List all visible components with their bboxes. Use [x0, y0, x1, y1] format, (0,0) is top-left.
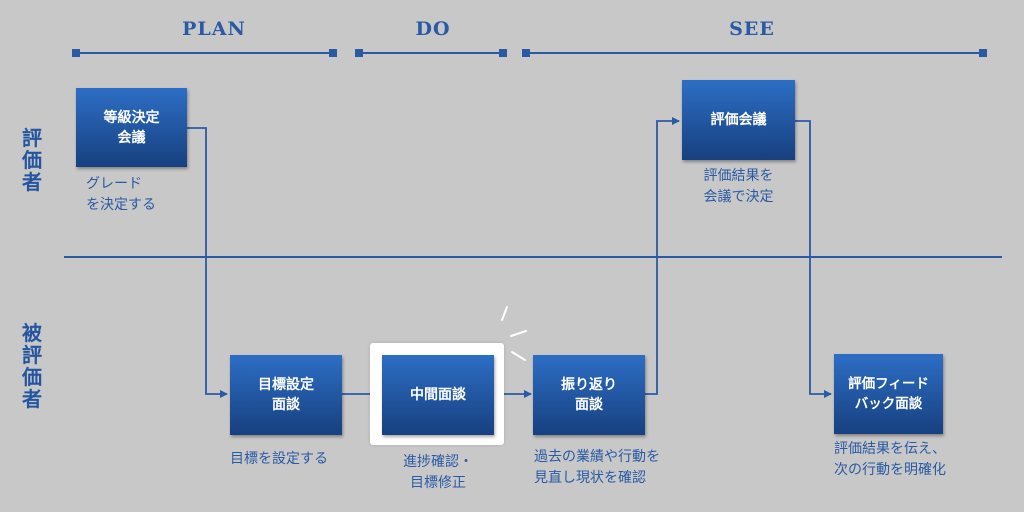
- node-evaluation-meeting: 評価会議: [682, 80, 795, 160]
- emphasis-spark: [501, 306, 527, 361]
- role-label-evaluatee: 被評価者: [20, 322, 44, 410]
- phase-bar-plan: [72, 49, 337, 57]
- note-goal-setting: 目標を設定する: [230, 451, 328, 467]
- note-evaluation-meeting: 評価結果を 会議で決定: [703, 168, 774, 205]
- phase-bar-do: [355, 49, 507, 57]
- note-feedback: 評価結果を伝え、 次の行動を明確化: [834, 441, 946, 478]
- role-evaluatee-text: 被評価者: [22, 321, 42, 411]
- connector-grade-to-goal: [187, 127, 228, 398]
- node-feedback: 評価フィード バック面談: [834, 354, 943, 434]
- connector-review-to-evaluation: [645, 117, 680, 395]
- role-label-evaluator: 評価者: [20, 127, 44, 193]
- node-goal-setting: 目標設定 面談: [230, 355, 342, 435]
- node-grade-meeting: 等級決定 会議: [76, 88, 187, 167]
- phase-label-plan: PLAN: [182, 18, 246, 40]
- connector-evaluation-to-feedback: [795, 120, 832, 398]
- node-midterm: 中間面談: [382, 355, 494, 435]
- role-evaluator-text: 評価者: [22, 126, 42, 194]
- note-review: 過去の業績や行動を 見直し現状を確認: [534, 449, 660, 486]
- node-review: 振り返り 面談: [533, 355, 645, 435]
- note-midterm: 進捗確認・ 目標修正: [403, 454, 473, 491]
- note-grade-meeting: グレード を決定する: [86, 176, 156, 213]
- phase-label-do: DO: [415, 18, 451, 40]
- phase-bar-see: [522, 49, 987, 57]
- phase-label-see: SEE: [729, 18, 775, 40]
